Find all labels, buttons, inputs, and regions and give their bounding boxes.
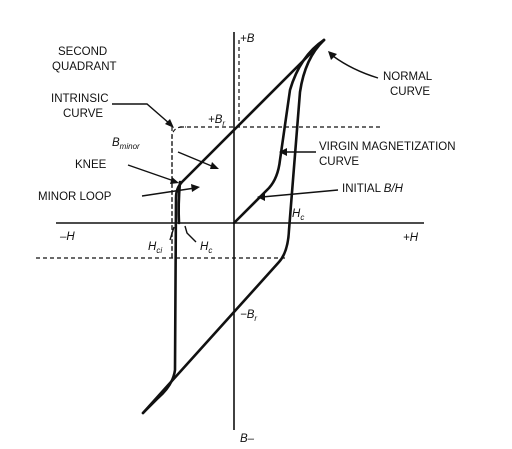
minor-loop (177, 180, 182, 225)
plus-b-label: +B (240, 33, 255, 45)
virgin-arrowhead (279, 148, 287, 156)
intrinsic-curve-label-line2: CURVE (63, 108, 103, 120)
br-negative-label: −Br (240, 309, 257, 323)
intrinsic-curve (171, 126, 186, 258)
intrinsic-curve-label-line1: INTRINSIC (51, 93, 109, 105)
virgin-magnetization-curve (232, 38, 326, 225)
minus-h-label: –H (59, 231, 75, 243)
initial-bh-label: INITIAL B/H (342, 183, 404, 195)
hc-right-label: Hc (292, 208, 304, 222)
normal-curve-label-line1: NORMAL (383, 71, 433, 83)
b-minus-label: B– (240, 433, 255, 445)
minor-loop-arrowhead (191, 184, 200, 192)
intrinsic-arrowhead (165, 119, 174, 128)
b-minor-leader (177, 151, 215, 168)
normal-curve-label-line2: CURVE (390, 86, 430, 98)
plus-h-label: +H (403, 232, 419, 244)
knee-arrowhead (170, 177, 179, 184)
hci-label: Hci (148, 241, 162, 255)
virgin-curve-label-line1: VIRGIN MAGNETIZATION (319, 141, 456, 153)
b-minor-label: Bminor (112, 137, 140, 151)
hci-leader (169, 226, 175, 241)
b-minor-arrowhead (210, 162, 219, 169)
second-quadrant-label-line1: SECOND (58, 46, 107, 58)
second-quadrant-label-line2: QUADRANT (52, 61, 117, 73)
minor-loop-leader (141, 187, 196, 197)
br-positive-label: +Br (208, 114, 225, 128)
hc-left-label: Hc (200, 241, 212, 255)
normal-curve-leader (332, 55, 379, 79)
virgin-curve-label-line2: CURVE (319, 156, 359, 168)
intrinsic-leader (112, 103, 171, 125)
normal-curve-return (141, 38, 326, 415)
knee-label: KNEE (75, 159, 107, 171)
minor-loop-label: MINOR LOOP (38, 191, 112, 203)
initial-bh-leader (261, 189, 339, 198)
knee-leader (127, 164, 175, 182)
normal-curve-arrowhead (328, 51, 337, 60)
hc-left-leader (184, 225, 197, 243)
initial-bh-arrowhead (257, 193, 265, 201)
